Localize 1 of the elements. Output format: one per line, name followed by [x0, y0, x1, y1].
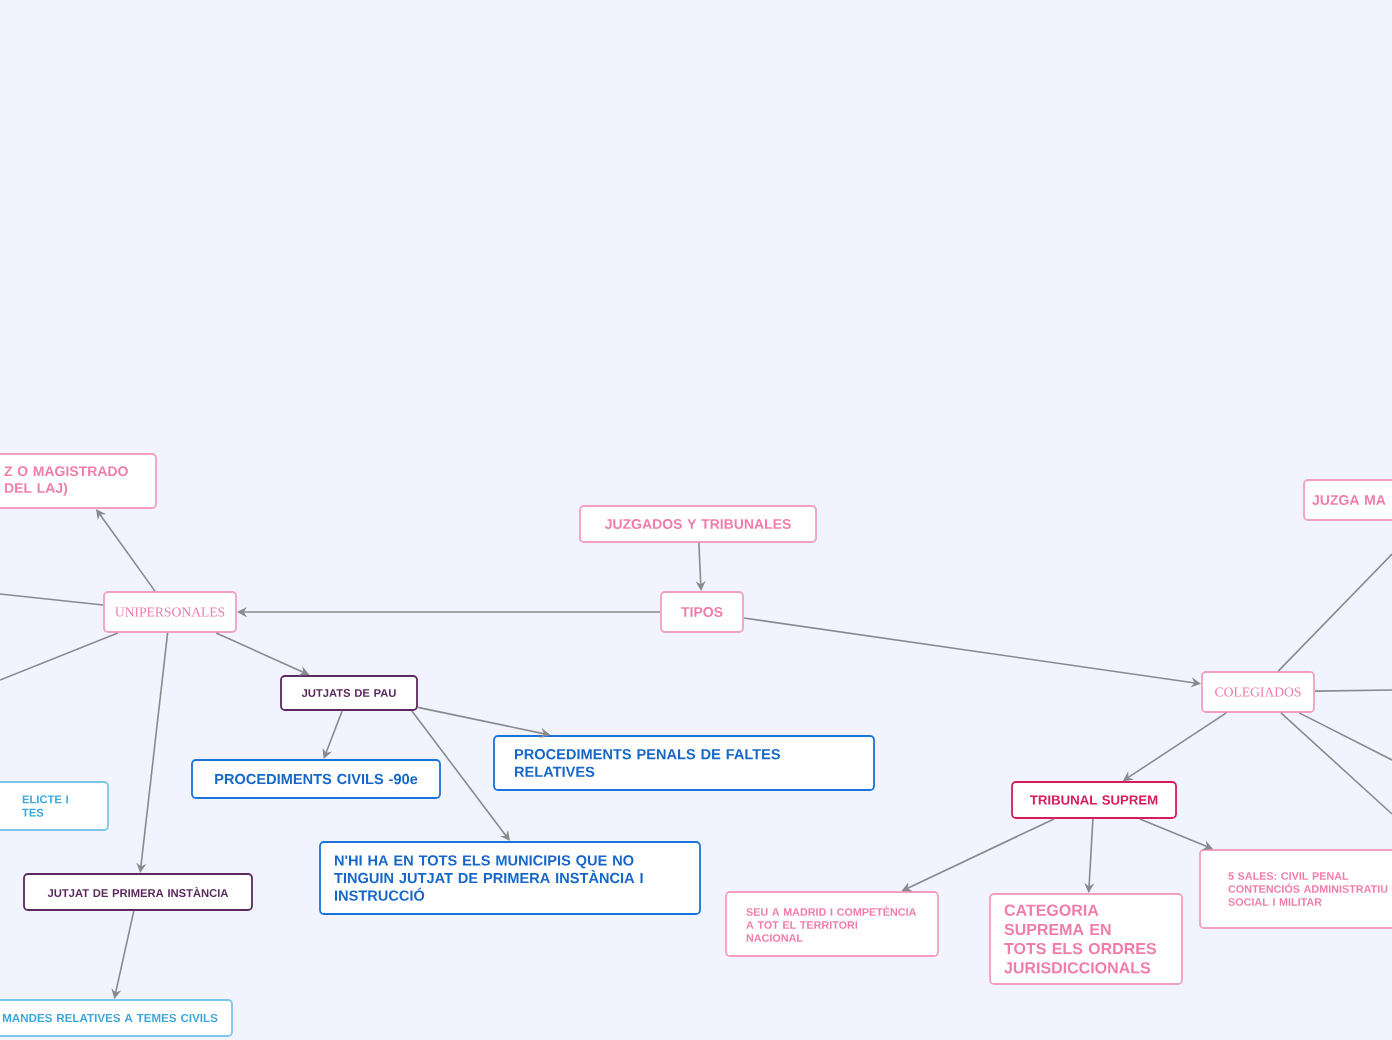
concept-box: CATEGORIA SUPREMA EN TOTS ELS ORDRES JURISDICCIONALS: [989, 893, 1183, 985]
